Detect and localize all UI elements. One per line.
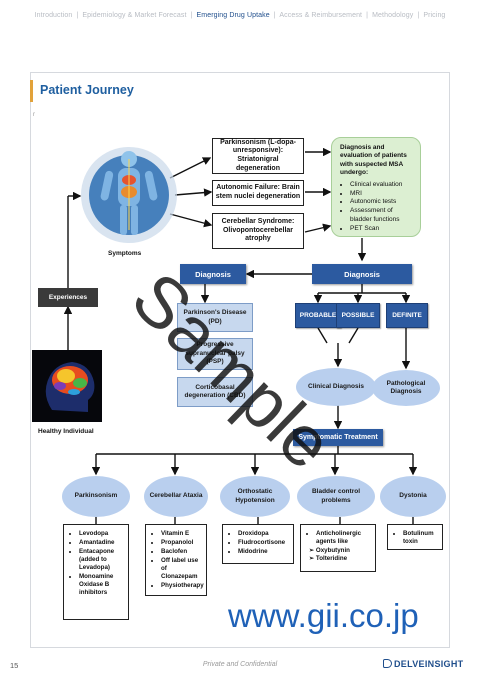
clinical-diagnosis-oval: Clinical Diagnosis (296, 368, 376, 406)
list-item: Midodrine (238, 548, 289, 556)
list-item: Vitamin E (161, 530, 202, 538)
healthy-individual-label: Healthy Individual (38, 428, 94, 435)
nav-methodology[interactable]: Methodology (372, 12, 414, 19)
stray-mark: r (33, 112, 35, 118)
list-item: Assessment of bladder functions (350, 207, 412, 225)
nav-emerging-drug-uptake[interactable]: Emerging Drug Uptake (196, 12, 270, 19)
list-item: Off label use of Clonazepam (161, 557, 202, 581)
list-item: PET Scan (350, 225, 412, 234)
category-parkinsonism: Parkinsonism (62, 476, 130, 517)
website-url: www.gii.co.jp (228, 597, 419, 634)
treatments-parkinsonism: Levodopa Amantadine Entacapone (added to… (63, 524, 129, 620)
list-item: Physiotherapy (161, 582, 204, 590)
list-item: Propanolol (161, 539, 202, 547)
arrow-bullet-icon: ➢ (309, 555, 316, 563)
nav-introduction[interactable]: Introduction (34, 12, 73, 19)
body-anatomy-icon (81, 147, 177, 243)
nav-epidemiology[interactable]: Epidemiology & Market Forecast (82, 12, 187, 19)
list-item: Monoamine Oxidase B inhibitors (79, 573, 124, 597)
diagnosis-left: Diagnosis (180, 264, 246, 284)
symptom-cerebellar-syndrome: Cerebellar Syndrome: Olivopontocerebella… (212, 213, 304, 249)
list-item: Fludrocortisone (238, 539, 289, 547)
brain-head-icon (32, 350, 102, 422)
nav-separator: | (366, 12, 369, 19)
list-item: ➢ Tolteridine (309, 555, 348, 563)
confidential-label: Private and Confidential (202, 661, 278, 668)
differential-cbd: Corticobasal degeneration (CBD) (177, 377, 253, 407)
category-bladder-control: Bladder control problems (297, 476, 375, 517)
category-orthostatic-hypotension: Orthostatic Hypotension (220, 476, 290, 517)
list-item: Droxidopa (238, 530, 289, 538)
page-title: Patient Journey (40, 83, 134, 97)
differential-psp: Progressive supranuclear palsy (PSP) (177, 338, 253, 370)
treatments-cerebellar-ataxia: Vitamin E Propanolol Baclofen Off label … (145, 524, 207, 596)
diagnosis-evaluation-title: Diagnosis and evaluation of patients wit… (340, 144, 407, 177)
treatments-bladder-control: Anticholinergic agents like ➢ Oxybutynin… (300, 524, 376, 572)
top-navigation: Introduction | Epidemiology & Market For… (0, 12, 480, 19)
nav-separator: | (190, 12, 193, 19)
symptom-autonomic-failure: Autonomic Failure: Brain stem nuclei deg… (212, 180, 304, 206)
list-item: Levodopa (79, 530, 124, 538)
experiences-label: Experiences (38, 288, 98, 307)
list-item: Botulinum toxin (403, 530, 438, 546)
nav-access-reimbursement[interactable]: Access & Reimbursement (279, 12, 363, 19)
list-item: MRI (350, 190, 412, 199)
certainty-probable: PROBABLE (295, 303, 341, 328)
category-dystonia: Dystonia (380, 476, 446, 517)
diagnosis-evaluation-list: Clinical evaluation MRI Autonomic tests … (340, 181, 412, 234)
nav-pricing[interactable]: Pricing (423, 12, 446, 19)
symptoms-label: Symptoms (108, 250, 142, 257)
symptom-parkinsonism: Parkinsonism (L-dopa-unresponsive): Stri… (212, 138, 304, 174)
title-accent-bar (30, 80, 33, 102)
list-item: Entacapone (added to Levadopa) (79, 548, 124, 572)
list-item: Anticholinergic agents like (316, 530, 371, 546)
nav-separator: | (417, 12, 420, 19)
treatments-dystonia: Botulinum toxin (387, 524, 443, 550)
differential-pd: Parkinson's Disease (PD) (177, 303, 253, 332)
category-cerebellar-ataxia: Cerebellar Ataxia (144, 476, 208, 517)
list-item: Amantadine (79, 539, 124, 547)
symptomatic-treatment-header: Symptomatic Treatment (293, 429, 383, 446)
pathological-diagnosis-oval: Pathological Diagnosis (372, 370, 440, 406)
treatments-orthostatic-hypotension: Droxidopa Fludrocortisone Midodrine (222, 524, 294, 564)
list-item: Autonomic tests (350, 198, 412, 207)
delveinsight-logo: DELVEINSIGHT (383, 659, 463, 669)
nav-separator: | (76, 12, 79, 19)
diagnosis-evaluation-box: Diagnosis and evaluation of patients wit… (331, 137, 421, 237)
list-item: ➢ Oxybutynin (309, 547, 350, 555)
page-number: 15 (10, 661, 19, 670)
nav-separator: | (273, 12, 276, 19)
certainty-possible: POSSIBLE (336, 303, 380, 328)
diagnosis-right: Diagnosis (312, 264, 412, 284)
logo-mark-icon (383, 659, 392, 668)
arrow-bullet-icon: ➢ (309, 547, 316, 555)
list-item: Baclofen (161, 548, 202, 556)
certainty-definite: DEFINITE (386, 303, 428, 328)
bladder-sub-list: ➢ Oxybutynin ➢ Tolteridine (305, 547, 371, 563)
list-item: Clinical evaluation (350, 181, 412, 190)
